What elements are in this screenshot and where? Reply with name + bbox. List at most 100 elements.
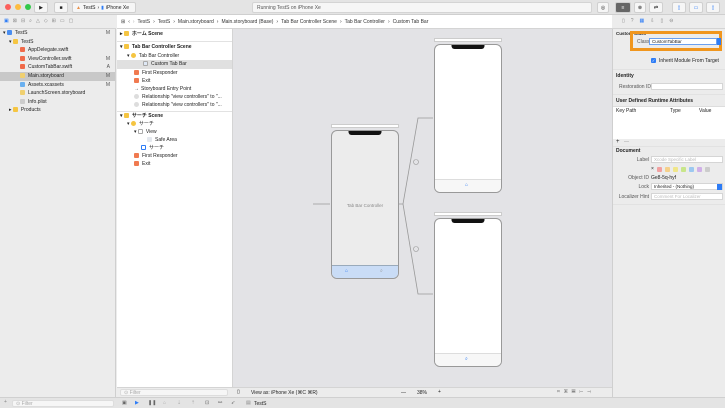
- scene-dock[interactable]: [434, 212, 502, 216]
- size-inspector-icon[interactable]: ▯: [660, 18, 664, 24]
- step-out-icon[interactable]: ⇡: [191, 400, 196, 406]
- color-swatch[interactable]: [696, 166, 702, 172]
- connections-inspector-icon[interactable]: ⊖: [669, 18, 674, 24]
- nav-item[interactable]: AppDelegate.swift: [0, 46, 115, 55]
- file-inspector-icon[interactable]: ▯: [622, 18, 625, 24]
- back-button[interactable]: ‹: [128, 18, 130, 25]
- outline-item[interactable]: First Responder: [117, 152, 232, 161]
- zoom-out-button[interactable]: —: [401, 390, 406, 396]
- color-swatch[interactable]: [664, 166, 670, 172]
- debug-target[interactable]: TestS: [254, 401, 267, 407]
- outline-item[interactable]: Relationship "view controllers" to "...: [117, 101, 232, 110]
- stop-button[interactable]: ■: [54, 2, 68, 13]
- outline-item[interactable]: Relationship "view controllers" to "...: [117, 93, 232, 102]
- outline-item[interactable]: ▾ Tab Bar Controller: [127, 53, 180, 59]
- outline-item[interactable]: ▾ Tab Bar Controller Scene: [120, 44, 192, 50]
- outline-item[interactable]: Exit: [117, 160, 232, 169]
- color-swatch[interactable]: [656, 166, 662, 172]
- zoom-in-button[interactable]: +: [438, 389, 441, 395]
- step-over-icon[interactable]: ⌂: [163, 400, 167, 406]
- toggle-debug-button[interactable]: ▭: [689, 2, 703, 13]
- color-swatch[interactable]: [680, 166, 686, 172]
- outline-item[interactable]: Custom Tab Bar: [117, 60, 232, 69]
- outline-item[interactable]: ▾ View: [134, 129, 157, 135]
- outline-item[interactable]: ▸ ホーム Scene: [120, 31, 163, 37]
- run-button[interactable]: ▶: [34, 2, 48, 13]
- attributes-inspector-icon[interactable]: ⇩: [650, 18, 655, 24]
- outline-item[interactable]: Exit: [117, 77, 232, 86]
- view-as-button[interactable]: View as: iPhone Xe (⌘C ⌘R): [251, 390, 318, 396]
- color-swatch[interactable]: [672, 166, 678, 172]
- scene-dock[interactable]: [434, 38, 502, 42]
- outline-filter[interactable]: ⊙ Filter: [120, 389, 228, 396]
- outline-item[interactable]: サーチ: [117, 144, 232, 153]
- breadcrumb-item[interactable]: TestS: [157, 18, 171, 25]
- search-scene[interactable]: ⌕: [434, 218, 502, 367]
- scheme-selector[interactable]: ▲ TestS› ▮ iPhone Xe: [72, 2, 136, 13]
- navigator-filter[interactable]: ⊙ Filter: [12, 400, 114, 407]
- memory-graph-icon[interactable]: ⚯: [218, 400, 223, 406]
- outline-item[interactable]: →Storyboard Entry Point: [134, 86, 192, 92]
- scene-dock[interactable]: [331, 124, 399, 128]
- location-icon[interactable]: ➶: [231, 400, 236, 406]
- breakpoints-toggle-icon[interactable]: ▶: [135, 400, 139, 406]
- pause-icon[interactable]: ❚❚: [148, 400, 157, 406]
- localizer-hint-field[interactable]: Comment For Localizer: [651, 193, 723, 200]
- home-scene[interactable]: ⌂: [434, 44, 502, 193]
- label-field[interactable]: Xcode Specific Label: [651, 156, 723, 163]
- nav-item[interactable]: Info.plist: [0, 98, 115, 107]
- test-icon[interactable]: ◇: [43, 18, 48, 24]
- help-inspector-icon[interactable]: ?: [630, 18, 634, 24]
- toggle-outline-icon[interactable]: ▯: [237, 389, 240, 395]
- layout-tools-icon[interactable]: ⌗▣▤⊢⊣: [557, 389, 595, 395]
- symbol-icon[interactable]: ⊟: [20, 18, 26, 24]
- toggle-inspector-button[interactable]: ▯: [706, 2, 720, 13]
- class-dropdown-button[interactable]: [717, 38, 721, 45]
- breadcrumb-item[interactable]: Tab Bar Controller Scene: [281, 18, 337, 25]
- no-color-icon[interactable]: ×: [651, 166, 654, 172]
- nav-item[interactable]: ▸ Products: [9, 107, 41, 113]
- standard-editor-button[interactable]: ≡: [615, 2, 631, 13]
- storyboard-canvas[interactable]: Tab Bar Controller ⌂ ⌕ ⌂ ⌕: [233, 29, 612, 387]
- breadcrumb-item[interactable]: Main.storyboard: [177, 18, 214, 25]
- source-control-icon[interactable]: ⊠: [12, 18, 17, 24]
- library-button[interactable]: ◎: [597, 2, 609, 13]
- nav-item[interactable]: ▾ TestS: [9, 39, 34, 45]
- add-attribute-button[interactable]: +: [616, 139, 620, 145]
- issue-icon[interactable]: △: [35, 18, 40, 24]
- breadcrumb-item[interactable]: Tab Bar Controller: [344, 18, 385, 25]
- nav-item[interactable]: LaunchScreen.storyboard: [0, 89, 115, 98]
- grid-icon[interactable]: ⊞: [121, 18, 126, 25]
- outline-item[interactable]: ▾ サーチ Scene: [120, 113, 164, 119]
- toggle-debug-area-icon[interactable]: ▣: [122, 400, 127, 406]
- search-icon[interactable]: ⌕: [29, 18, 32, 24]
- breadcrumb-item[interactable]: TestS: [137, 18, 151, 25]
- custom-tab-bar[interactable]: ⌂ ⌕: [332, 265, 398, 278]
- close-button[interactable]: [5, 4, 11, 10]
- zoom-button[interactable]: [25, 4, 31, 10]
- color-swatch[interactable]: [688, 166, 694, 172]
- view-debugger-icon[interactable]: ⊡: [205, 400, 210, 406]
- forward-button[interactable]: ›: [132, 18, 135, 25]
- step-in-icon[interactable]: ⇣: [177, 400, 182, 406]
- runtime-attributes-table[interactable]: Key Path Type Value: [613, 106, 725, 139]
- project-navigator-icon[interactable]: ▣: [4, 18, 9, 24]
- outline-item[interactable]: Safe Area: [117, 136, 232, 145]
- add-file-button[interactable]: +: [4, 399, 7, 405]
- minimize-button[interactable]: [15, 4, 21, 10]
- color-swatch[interactable]: [704, 166, 710, 172]
- breakpoint-icon[interactable]: ▭: [59, 18, 65, 24]
- tab-bar-controller-scene[interactable]: Tab Bar Controller ⌂ ⌕: [331, 130, 399, 279]
- version-editor-button[interactable]: ⇄: [649, 2, 663, 13]
- assistant-editor-button[interactable]: ⊗: [634, 2, 646, 13]
- outline-item[interactable]: First Responder: [117, 69, 232, 78]
- identity-inspector-icon[interactable]: ▦: [639, 18, 645, 24]
- breadcrumb-item[interactable]: Custom Tab Bar: [392, 18, 429, 25]
- breadcrumb-item[interactable]: Main.storyboard (Base): [221, 18, 274, 25]
- debug-icon[interactable]: ⊞: [51, 18, 56, 24]
